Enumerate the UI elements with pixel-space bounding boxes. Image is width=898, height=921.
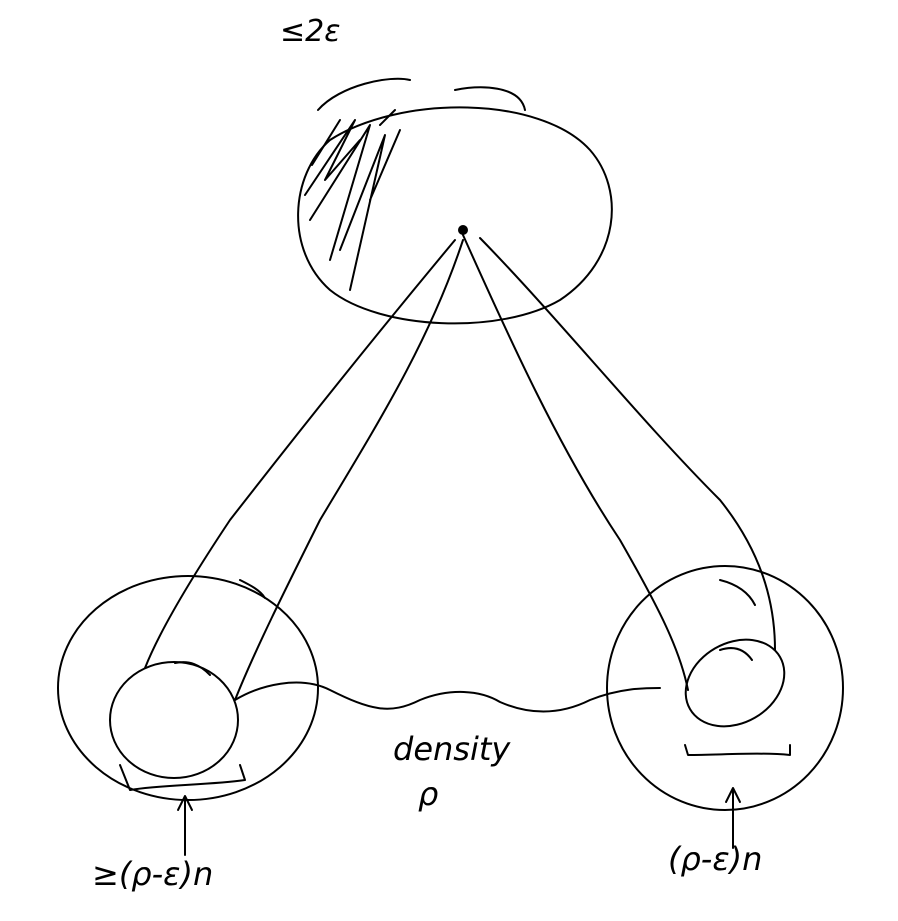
right-tube-line-2 [479,237,776,651]
left-outer-circle [57,575,319,801]
left-brace [119,764,246,791]
left-inner-circle [109,661,239,779]
right-outer-circle [606,565,844,811]
left-tube-line-2 [234,239,464,701]
density-symbol: ρ [418,775,439,813]
left-tube-line-1 [144,239,456,669]
right-tube-line-1 [462,234,689,691]
right-set-size-label: (ρ-ε)n [668,840,763,878]
shaded-region [304,109,401,291]
left-arrow [177,795,193,856]
density-label: density [393,730,511,768]
right-arrow [725,787,741,849]
vertex-point [458,225,468,235]
left-set-size-label: ≥(ρ-ε)n [92,855,214,893]
top-region-ellipse [297,106,613,325]
top-bound-label: ≤2ε [280,14,341,49]
right-arcs [719,579,756,661]
left-arcs [174,579,266,676]
top-brace [317,77,526,111]
right-brace [684,744,791,756]
density-edge [234,681,661,713]
right-inner-ellipse [684,638,786,728]
